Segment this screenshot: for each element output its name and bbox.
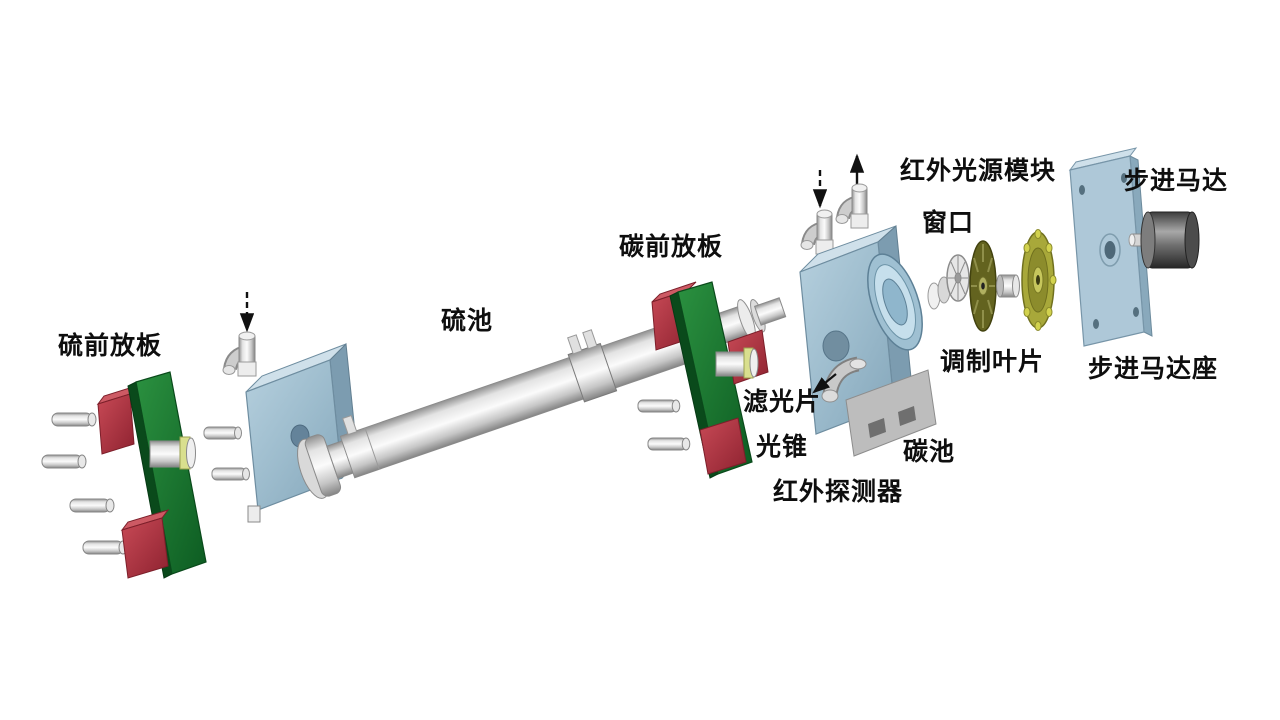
spoked-wheel	[946, 254, 970, 302]
sulfur-preamp-board	[41, 371, 207, 579]
label-sulfur-cell: 硫池	[441, 306, 494, 335]
flow-arrow-small	[812, 373, 837, 394]
pipe-fitting	[222, 331, 257, 377]
pipe-fitting	[821, 356, 867, 403]
bore-hole	[822, 330, 850, 362]
block-pins	[203, 426, 261, 523]
label-sulfur-preamp: 硫前放板	[58, 331, 163, 360]
label-light-cone: 光锥	[756, 432, 809, 461]
ir-source-disc	[1021, 229, 1057, 331]
label-filter: 滤光片	[743, 387, 822, 416]
modulation-blade-disc	[969, 240, 997, 332]
red-connector-block	[96, 385, 138, 455]
label-ir-detector: 红外探测器	[773, 477, 904, 506]
mounting-bracket	[845, 369, 937, 457]
optics-stack	[927, 229, 1057, 332]
detector-cylinder	[149, 436, 196, 470]
red-connector-block	[120, 509, 170, 579]
label-carbon-cell: 碳池	[903, 437, 956, 466]
standoff-pins	[637, 399, 691, 451]
hub-cylinder	[996, 274, 1020, 298]
stepper-motor-body	[1140, 211, 1200, 269]
optical-port	[867, 253, 923, 351]
pipe-fitting	[835, 183, 869, 229]
label-ir-source-module: 红外光源模块	[900, 156, 1057, 185]
ir-detector-assembly	[715, 347, 759, 379]
stepper-motor-assembly	[1068, 147, 1200, 347]
carbon-preamp-board	[637, 281, 769, 479]
label-stepper-motor-mount: 步进马达座	[1088, 354, 1219, 383]
sulfur-cell-tube	[297, 297, 787, 499]
label-modulation-blade: 调制叶片	[940, 347, 1045, 376]
carbon-cell-block	[799, 153, 937, 457]
label-carbon-preamp: 碳前放板	[619, 232, 724, 261]
label-window: 窗口	[922, 208, 975, 237]
pipe-fitting	[800, 209, 834, 255]
label-stepper-motor: 步进马达	[1124, 166, 1229, 195]
